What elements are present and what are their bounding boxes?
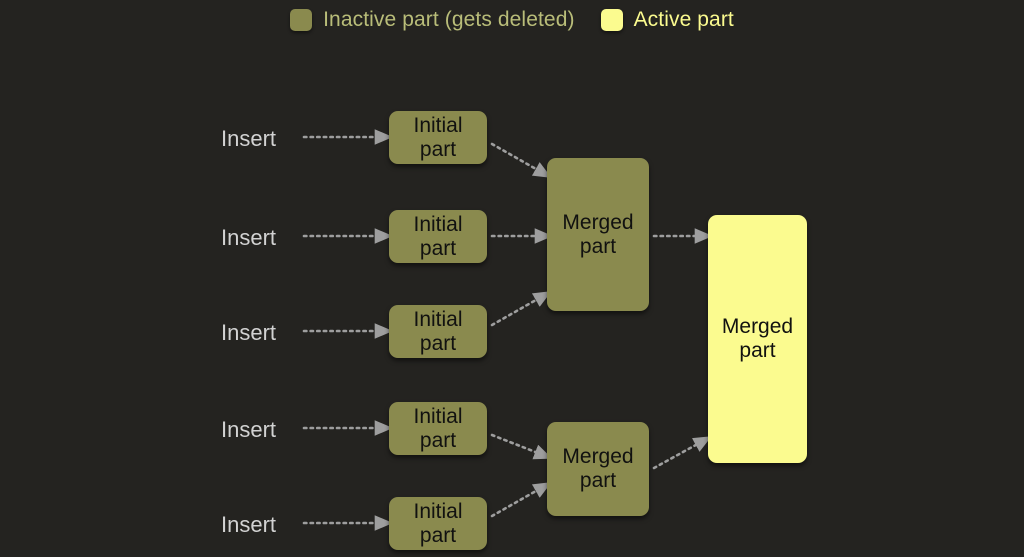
node-final-merged-part[interactable]: Merged part bbox=[708, 215, 807, 463]
legend-label-inactive: Inactive part (gets deleted) bbox=[323, 8, 575, 31]
inactive-color-swatch bbox=[290, 9, 313, 31]
insert-label-5: Insert bbox=[221, 512, 277, 537]
node-merged-part-1-line1: Merged bbox=[562, 210, 634, 234]
node-merged-part-1[interactable]: Merged part bbox=[547, 158, 649, 311]
node-initial-part-4-line2: part bbox=[419, 428, 457, 452]
arrow-initial5-to-merged2 bbox=[490, 482, 552, 518]
insert-label-4: Insert bbox=[221, 417, 277, 442]
node-initial-part-2-line2: part bbox=[419, 236, 457, 260]
node-initial-part-1-line2: part bbox=[419, 137, 457, 161]
insert-label-1: Insert bbox=[221, 126, 277, 151]
node-initial-part-4[interactable]: Initial part bbox=[389, 402, 487, 455]
node-final-merged-part-line1: Merged bbox=[721, 315, 794, 339]
node-initial-part-5-line2: part bbox=[419, 523, 457, 547]
legend-item-active: Active part bbox=[600, 8, 734, 32]
arrow-initial4-to-merged2 bbox=[490, 433, 553, 460]
node-initial-part-2[interactable]: Initial part bbox=[389, 210, 487, 263]
legend-label-active: Active part bbox=[633, 8, 734, 31]
node-initial-part-2-line1: Initial bbox=[413, 212, 463, 236]
arrow-merged2-to-final bbox=[652, 436, 712, 470]
node-merged-part-1-line2: part bbox=[579, 234, 617, 258]
node-initial-part-3-line1: Initial bbox=[413, 307, 463, 331]
legend-item-inactive: Inactive part (gets deleted) bbox=[290, 8, 574, 32]
node-initial-part-4-line1: Initial bbox=[413, 404, 463, 428]
active-color-swatch bbox=[600, 9, 623, 31]
node-initial-part-1[interactable]: Initial part bbox=[389, 111, 487, 164]
arrow-initial1-to-merged1 bbox=[490, 142, 552, 178]
insert-label-2: Insert bbox=[221, 225, 277, 250]
node-initial-part-5-line1: Initial bbox=[413, 499, 463, 523]
node-initial-part-3[interactable]: Initial part bbox=[389, 305, 487, 358]
node-initial-part-1-line1: Initial bbox=[413, 113, 463, 137]
node-final-merged-part-line2: part bbox=[739, 339, 776, 362]
node-merged-part-2[interactable]: Merged part bbox=[547, 422, 649, 516]
arrow-initial3-to-merged1 bbox=[490, 291, 552, 327]
legend: Inactive part (gets deleted) Active part bbox=[0, 8, 1024, 32]
node-merged-part-2-line2: part bbox=[579, 469, 617, 492]
insert-label-3: Insert bbox=[221, 320, 277, 345]
node-merged-part-2-line1: Merged bbox=[562, 445, 634, 469]
node-initial-part-5[interactable]: Initial part bbox=[389, 497, 487, 550]
node-initial-part-3-line2: part bbox=[419, 331, 457, 355]
